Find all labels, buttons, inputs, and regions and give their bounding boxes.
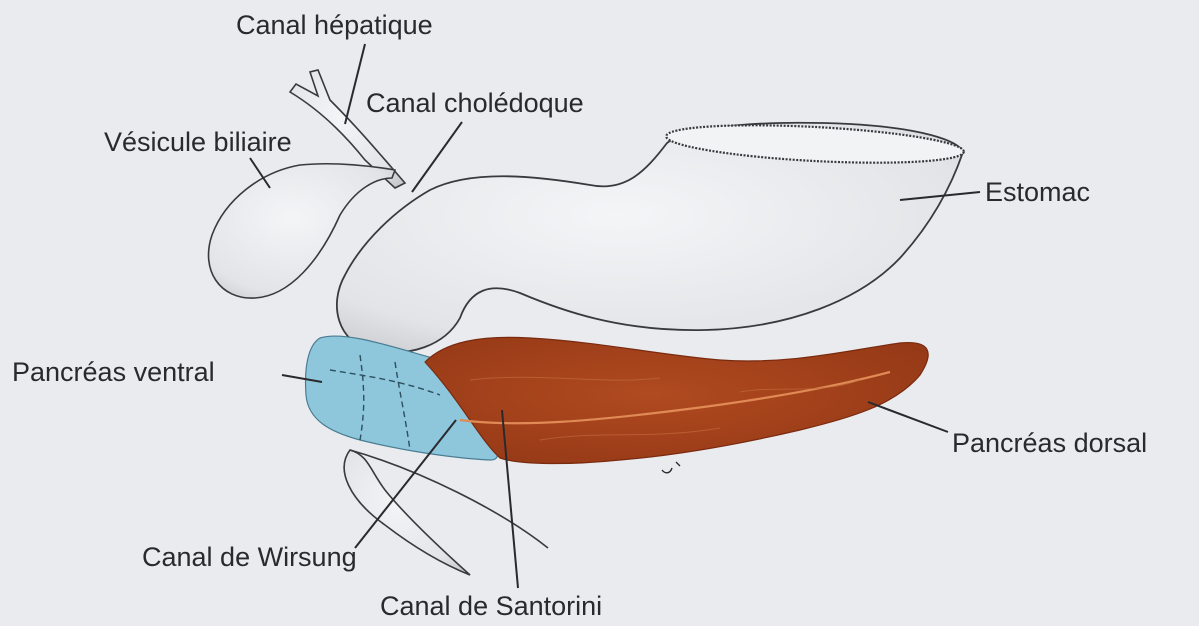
label-pancreas-dorsal: Pancréas dorsal bbox=[952, 430, 1147, 457]
label-canal-santorini: Canal de Santorini bbox=[380, 593, 602, 620]
label-estomac: Estomac bbox=[985, 179, 1090, 206]
small-mark bbox=[662, 462, 680, 473]
label-canal-choledoque: Canal cholédoque bbox=[366, 90, 584, 117]
label-vesicule-biliaire: Vésicule biliaire bbox=[104, 129, 292, 156]
duodenum-loop bbox=[344, 450, 470, 575]
pancreas-dorsal bbox=[425, 337, 928, 463]
label-canal-hepatique: Canal hépatique bbox=[236, 12, 433, 39]
label-canal-wirsung: Canal de Wirsung bbox=[142, 544, 357, 571]
label-pancreas-ventral: Pancréas ventral bbox=[12, 359, 215, 386]
